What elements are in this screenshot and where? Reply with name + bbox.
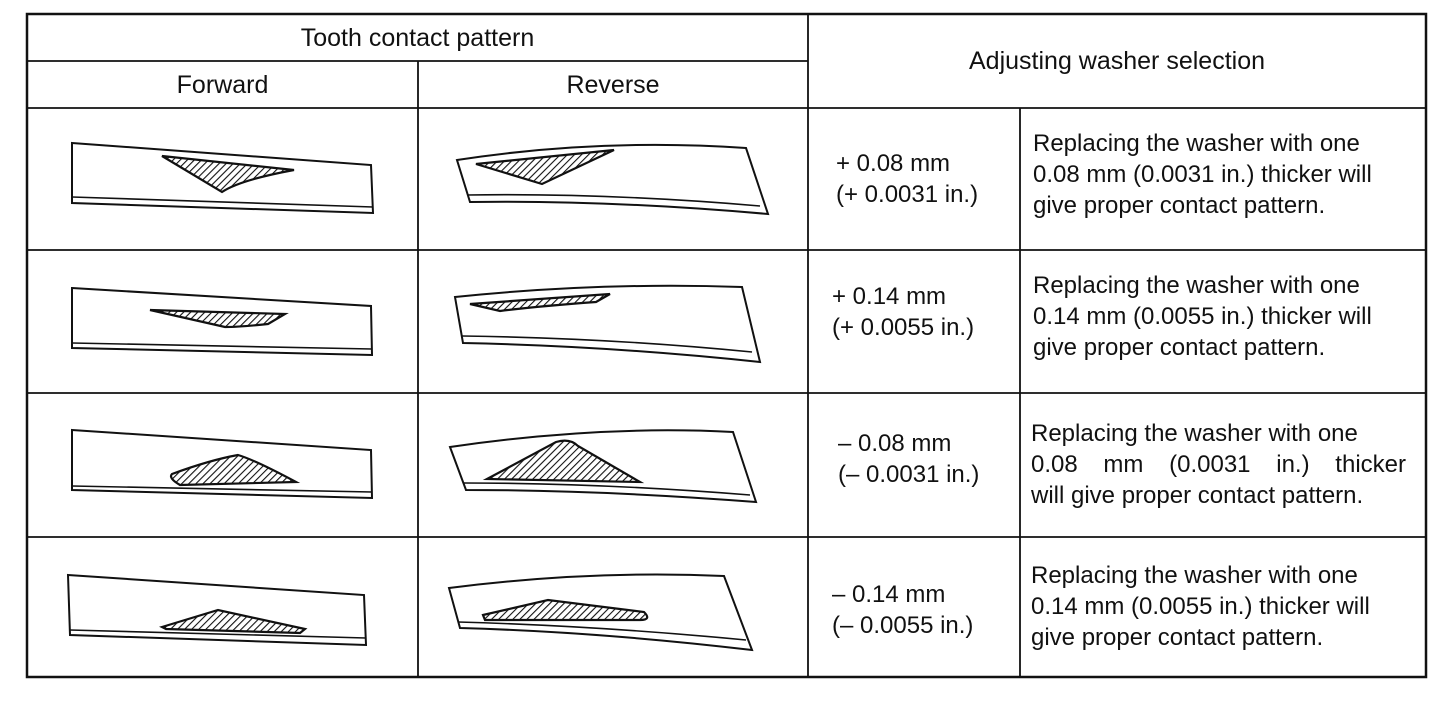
- delta-mm: + 0.14 mm: [832, 283, 947, 310]
- delta-mm: – 0.08 mm: [838, 430, 952, 457]
- washer-description: Replacing the washer with one 0.14 mm (0…: [1031, 560, 1413, 653]
- contact-pattern: [149, 308, 289, 329]
- delta-mm: – 0.14 mm: [832, 581, 946, 608]
- contact-pattern: [482, 439, 645, 484]
- washer-delta: – 0.08 mm (– 0.0031 in.): [838, 428, 979, 490]
- desc-line: give proper contact pattern.: [1033, 192, 1326, 219]
- tooth-diagram-forward: [71, 141, 375, 215]
- desc-line: Replacing the washer with one: [1033, 272, 1360, 299]
- desc-line: Replacing the washer with one: [1033, 130, 1360, 157]
- header-tooth-contact-pattern: Tooth contact pattern: [300, 24, 535, 52]
- washer-delta: – 0.14 mm (– 0.0055 in.): [832, 579, 973, 641]
- tooth-diagram-reverse: [455, 143, 770, 216]
- desc-line: 0.08 mm (0.0031 in.) thicker will: [1033, 161, 1372, 188]
- contact-pattern: [159, 608, 308, 635]
- washer-description: Replacing the washer with one 0.08 mm (0…: [1033, 128, 1411, 221]
- desc-line: give proper contact pattern.: [1031, 624, 1324, 651]
- delta-in: (– 0.0055 in.): [832, 612, 974, 639]
- contact-pattern: [481, 598, 649, 622]
- delta-mm: + 0.08 mm: [836, 150, 951, 177]
- washer-delta: + 0.14 mm (+ 0.0055 in.): [832, 281, 974, 343]
- desc-line: 0.14 mm (0.0055 in.) thicker will: [1033, 303, 1372, 330]
- desc-line: Replacing the washer with one: [1031, 420, 1358, 447]
- contact-pattern: [469, 292, 611, 313]
- desc-line: give proper contact pattern.: [1033, 334, 1326, 361]
- tooth-diagram-reverse: [453, 284, 762, 364]
- header-reverse: Reverse: [566, 71, 660, 99]
- delta-in: (+ 0.0031 in.): [836, 181, 979, 208]
- tooth-diagram-forward: [66, 573, 368, 647]
- washer-description: Replacing the washer with one 0.14 mm (0…: [1033, 270, 1413, 363]
- delta-in: (– 0.0031 in.): [838, 461, 980, 488]
- washer-delta: + 0.08 mm (+ 0.0031 in.): [836, 148, 978, 210]
- desc-line: Replacing the washer with one: [1031, 562, 1358, 589]
- tooth-diagram-reverse: [448, 429, 758, 504]
- table-border: [25, 12, 1428, 679]
- desc-line: 0.14 mm (0.0055 in.) thicker will: [1031, 593, 1370, 620]
- contact-pattern: [161, 154, 295, 194]
- header-adjusting-washer-selection: Adjusting washer selection: [969, 47, 1265, 75]
- tooth-diagram-forward: [71, 428, 374, 500]
- delta-in: (+ 0.0055 in.): [832, 314, 975, 341]
- desc-line: will give proper contact pattern.: [1031, 482, 1364, 509]
- washer-description: Replacing the washer with one 0.08 mm (0…: [1031, 418, 1406, 511]
- contact-pattern: [475, 148, 615, 186]
- contact-pattern: [169, 453, 301, 487]
- header-forward: Forward: [176, 71, 269, 99]
- tooth-diagram-reverse: [447, 573, 754, 652]
- desc-line: 0.08 mm (0.0031 in.) thicker: [1031, 451, 1406, 478]
- tooth-diagram-forward: [71, 286, 374, 357]
